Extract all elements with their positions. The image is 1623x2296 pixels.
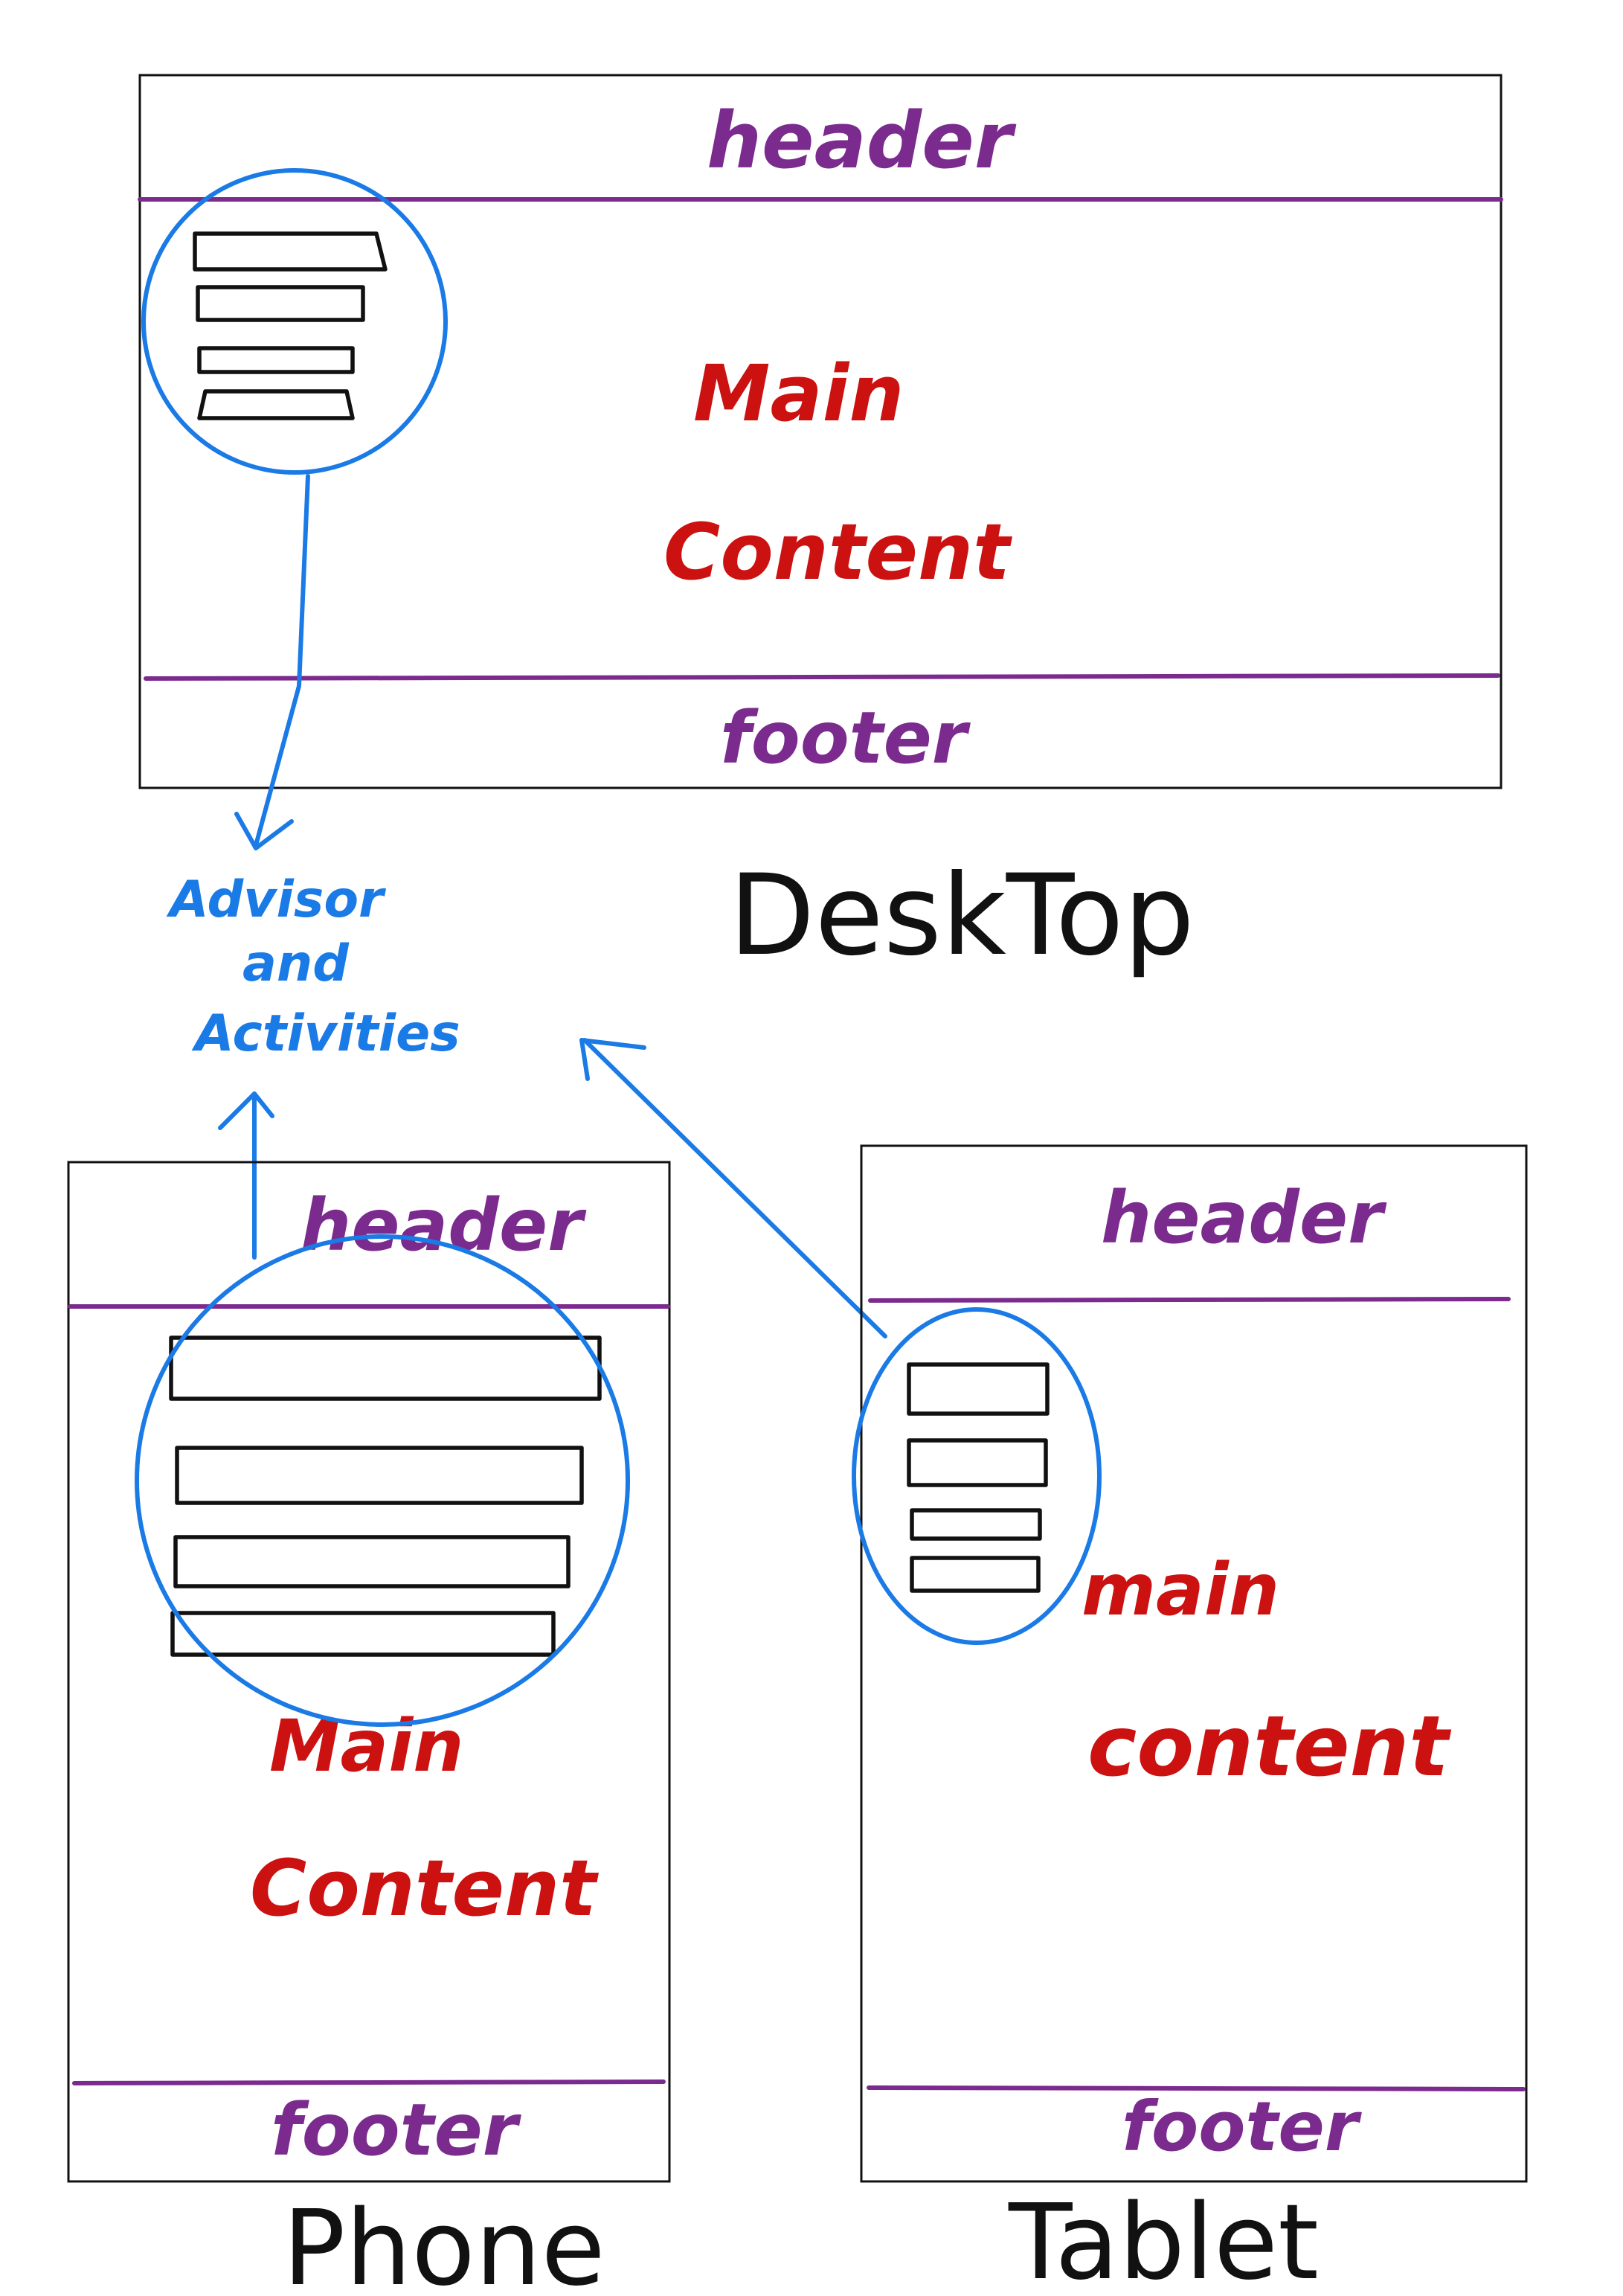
desktop-menu-callout (141, 168, 448, 475)
desktop-to-callout-arrow (254, 474, 310, 847)
tablet-header-divider (868, 1297, 1511, 1303)
desktop-menu-bar (197, 346, 355, 374)
desktop-frame (138, 74, 1503, 789)
tablet-wireframe: header main content footer Tablet (852, 1144, 1528, 2296)
desktop-menu-bar (197, 389, 355, 420)
phone-wireframe: header Main Content footer Phone (67, 1161, 671, 2296)
tablet-main-label-line1: main (1082, 1548, 1279, 1632)
phone-menu-bar (173, 1535, 571, 1588)
desktop-wireframe: header Main Content footer DeskTop (138, 74, 1503, 981)
advisor-activities-callout: Advisor and Activities (166, 474, 887, 1338)
phone-footer-divider (72, 2079, 666, 2085)
tablet-menu-bar (907, 1438, 1048, 1487)
tablet-device-label: Tablet (1008, 2182, 1319, 2296)
desktop-device-label: DeskTop (729, 851, 1195, 981)
callout-line-and: and (242, 934, 350, 993)
tablet-menu-bar (910, 1556, 1041, 1593)
phone-device-label: Phone (283, 2188, 605, 2296)
tablet-menu-bar (910, 1508, 1042, 1541)
desktop-main-label-line1: Main (693, 348, 904, 439)
phone-menu-circle (135, 1234, 630, 1727)
phone-header-label: header (301, 1184, 587, 1267)
phone-menu-bar (170, 1611, 556, 1657)
callout-line-activities: Activities (191, 1004, 460, 1063)
tablet-footer-label: footer (1122, 2087, 1363, 2167)
tablet-menu-bar (907, 1362, 1050, 1416)
phone-arrowhead-icon (218, 1091, 274, 1130)
phone-main-label-line2: Content (250, 1843, 599, 1934)
desktop-arrowhead-icon (234, 812, 294, 850)
phone-menu-bar (175, 1446, 584, 1505)
desktop-footer-label: footer (720, 696, 971, 780)
tablet-header-label: header (1101, 1176, 1387, 1260)
desktop-header-label: header (707, 95, 1017, 186)
desktop-main-label-line2: Content (663, 507, 1012, 597)
desktop-menu-bar (193, 231, 388, 272)
callout-line-advisor: Advisor (166, 870, 387, 929)
tablet-footer-divider (867, 2085, 1526, 2091)
tablet-menu-callout (852, 1307, 1102, 1645)
tablet-to-callout-arrow (582, 1038, 887, 1338)
desktop-footer-divider (144, 673, 1500, 681)
tablet-frame (860, 1144, 1528, 2183)
tablet-main-label-line2: content (1087, 1699, 1451, 1795)
phone-frame (67, 1161, 671, 2183)
desktop-menu-bar (196, 285, 365, 322)
desktop-menu-circle (141, 168, 448, 475)
tablet-menu-circle (852, 1307, 1102, 1645)
phone-menu-bar (169, 1335, 602, 1401)
tablet-arrowhead-icon (579, 1038, 646, 1081)
phone-footer-label: footer (271, 2088, 522, 2172)
phone-menu-callout (135, 1234, 630, 1727)
